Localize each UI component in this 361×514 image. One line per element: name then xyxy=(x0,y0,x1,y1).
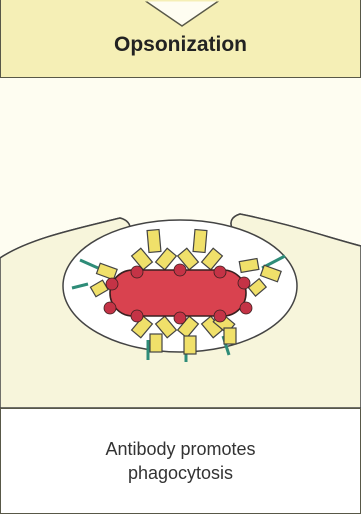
arrow-notch-icon xyxy=(144,0,220,28)
page-title: Opsonization xyxy=(1,33,360,57)
rod-bacterium-icon xyxy=(104,264,252,324)
caption-line-2: phagocytosis xyxy=(1,461,360,485)
phagocytosis-illustration xyxy=(0,78,361,408)
caption-text: Antibody promotes phagocytosis xyxy=(1,437,360,485)
header-banner: Opsonization xyxy=(0,0,361,78)
caption-line-1: Antibody promotes xyxy=(1,437,360,461)
caption-box: Antibody promotes phagocytosis xyxy=(0,408,361,514)
